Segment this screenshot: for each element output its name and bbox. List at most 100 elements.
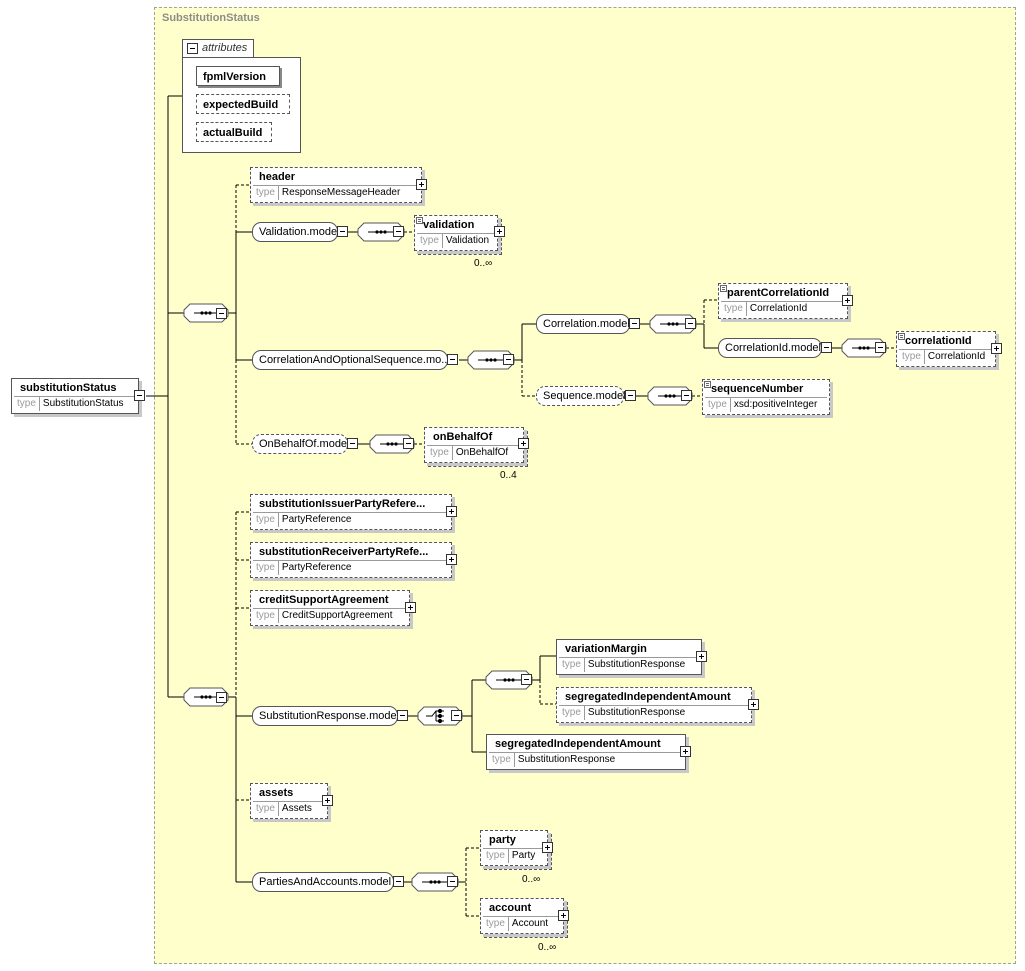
group-parties-and-accounts-model[interactable]: PartiesAndAccounts.model bbox=[252, 872, 394, 892]
type-value: SubstitutionResponse bbox=[517, 754, 616, 765]
expand-icon[interactable] bbox=[696, 651, 707, 662]
element-name: account bbox=[489, 902, 532, 914]
element-name: correlationId bbox=[905, 335, 972, 347]
element-name: party bbox=[489, 834, 516, 846]
region-title: SubstitutionStatus bbox=[162, 12, 260, 24]
element-name: assets bbox=[259, 787, 294, 799]
group-substitution-response-model[interactable]: SubstitutionResponse.model bbox=[252, 706, 399, 726]
type-value: Account bbox=[511, 918, 549, 929]
collapse-icon[interactable] bbox=[875, 342, 886, 353]
type-value: Assets bbox=[281, 803, 312, 814]
collapse-icon[interactable] bbox=[393, 876, 404, 887]
expand-icon[interactable] bbox=[322, 795, 333, 806]
type-value: Validation bbox=[445, 235, 490, 246]
attributes-label: attributes bbox=[202, 42, 248, 54]
group-onbehalfof-model[interactable]: OnBehalfOf.model bbox=[252, 434, 350, 454]
collapse-icon[interactable] bbox=[503, 354, 514, 365]
attribute-expectedbuild[interactable]: expectedBuild bbox=[196, 94, 290, 114]
collapse-icon[interactable] bbox=[134, 390, 145, 401]
collapse-icon[interactable] bbox=[216, 308, 227, 319]
collapse-icon[interactable] bbox=[447, 354, 458, 365]
element-name: validation bbox=[423, 219, 475, 231]
group-correlation-optional-sequence-model[interactable]: CorrelationAndOptionalSequence.mo... bbox=[252, 350, 450, 370]
type-key: type bbox=[489, 753, 515, 767]
group-sequence-model[interactable]: Sequence.model bbox=[536, 386, 626, 406]
type-key: type bbox=[253, 513, 279, 527]
cardinality: 0..∞ bbox=[538, 942, 557, 953]
expand-icon[interactable] bbox=[842, 295, 853, 306]
collapse-icon[interactable] bbox=[681, 390, 692, 401]
element-name: substitutionIssuerPartyRefere... bbox=[259, 498, 426, 510]
group-correlationid-model[interactable]: CorrelationId.model bbox=[718, 338, 822, 358]
type-key: type bbox=[483, 849, 509, 863]
collapse-icon[interactable] bbox=[216, 692, 227, 703]
element-name: sequenceNumber bbox=[711, 383, 804, 395]
type-value: SubstitutionResponse bbox=[587, 707, 686, 718]
expand-icon[interactable] bbox=[991, 343, 1002, 354]
expand-icon[interactable] bbox=[680, 746, 691, 757]
attribute-actualbuild[interactable]: actualBuild bbox=[196, 122, 272, 142]
attributes-tab[interactable] bbox=[182, 39, 254, 58]
element-name: variationMargin bbox=[565, 643, 647, 655]
cardinality: 0..∞ bbox=[522, 874, 541, 885]
collapse-icon[interactable] bbox=[685, 318, 696, 329]
type-value: CorrelationId bbox=[749, 303, 808, 314]
documentation-icon bbox=[704, 381, 711, 388]
collapse-icon[interactable] bbox=[397, 710, 408, 721]
expand-icon[interactable] bbox=[446, 554, 457, 565]
collapse-icon[interactable] bbox=[447, 876, 458, 887]
collapse-icon[interactable] bbox=[451, 710, 462, 721]
expand-icon[interactable] bbox=[748, 699, 759, 710]
expand-icon[interactable] bbox=[542, 842, 553, 853]
expand-icon[interactable] bbox=[494, 226, 505, 237]
element-name: creditSupportAgreement bbox=[259, 594, 389, 606]
type-key: type bbox=[253, 561, 279, 575]
type-key: type bbox=[427, 446, 453, 460]
type-key: type bbox=[417, 234, 443, 248]
expand-icon[interactable] bbox=[405, 602, 416, 613]
collapse-icon[interactable] bbox=[629, 318, 640, 329]
documentation-icon bbox=[720, 285, 727, 292]
collapse-icon[interactable] bbox=[337, 226, 348, 237]
type-key: type bbox=[705, 398, 731, 412]
collapse-icon[interactable] bbox=[347, 438, 358, 449]
collapse-icon[interactable] bbox=[403, 438, 414, 449]
collapse-icon[interactable] bbox=[821, 342, 832, 353]
group-correlation-model[interactable]: Correlation.model bbox=[536, 314, 630, 334]
collapse-icon[interactable] bbox=[521, 674, 532, 685]
expand-icon[interactable] bbox=[558, 910, 569, 921]
expand-icon[interactable] bbox=[518, 438, 529, 449]
type-key: type bbox=[253, 186, 279, 200]
collapse-icon[interactable] bbox=[625, 390, 636, 401]
type-key: type bbox=[253, 802, 279, 816]
expand-icon[interactable] bbox=[416, 179, 427, 190]
attribute-fpmlversion[interactable]: fpmlVersion bbox=[196, 66, 280, 86]
element-name: substitutionStatus bbox=[20, 382, 117, 394]
expand-icon[interactable] bbox=[446, 506, 457, 517]
type-key: type bbox=[253, 609, 279, 623]
type-key: type bbox=[14, 397, 40, 411]
group-validation-model[interactable]: Validation.model bbox=[252, 222, 340, 242]
type-value: SubstitutionResponse bbox=[587, 659, 686, 670]
element-name: header bbox=[259, 171, 296, 183]
collapse-icon[interactable] bbox=[187, 43, 198, 54]
collapse-icon[interactable] bbox=[393, 226, 404, 237]
type-key: type bbox=[721, 302, 747, 316]
